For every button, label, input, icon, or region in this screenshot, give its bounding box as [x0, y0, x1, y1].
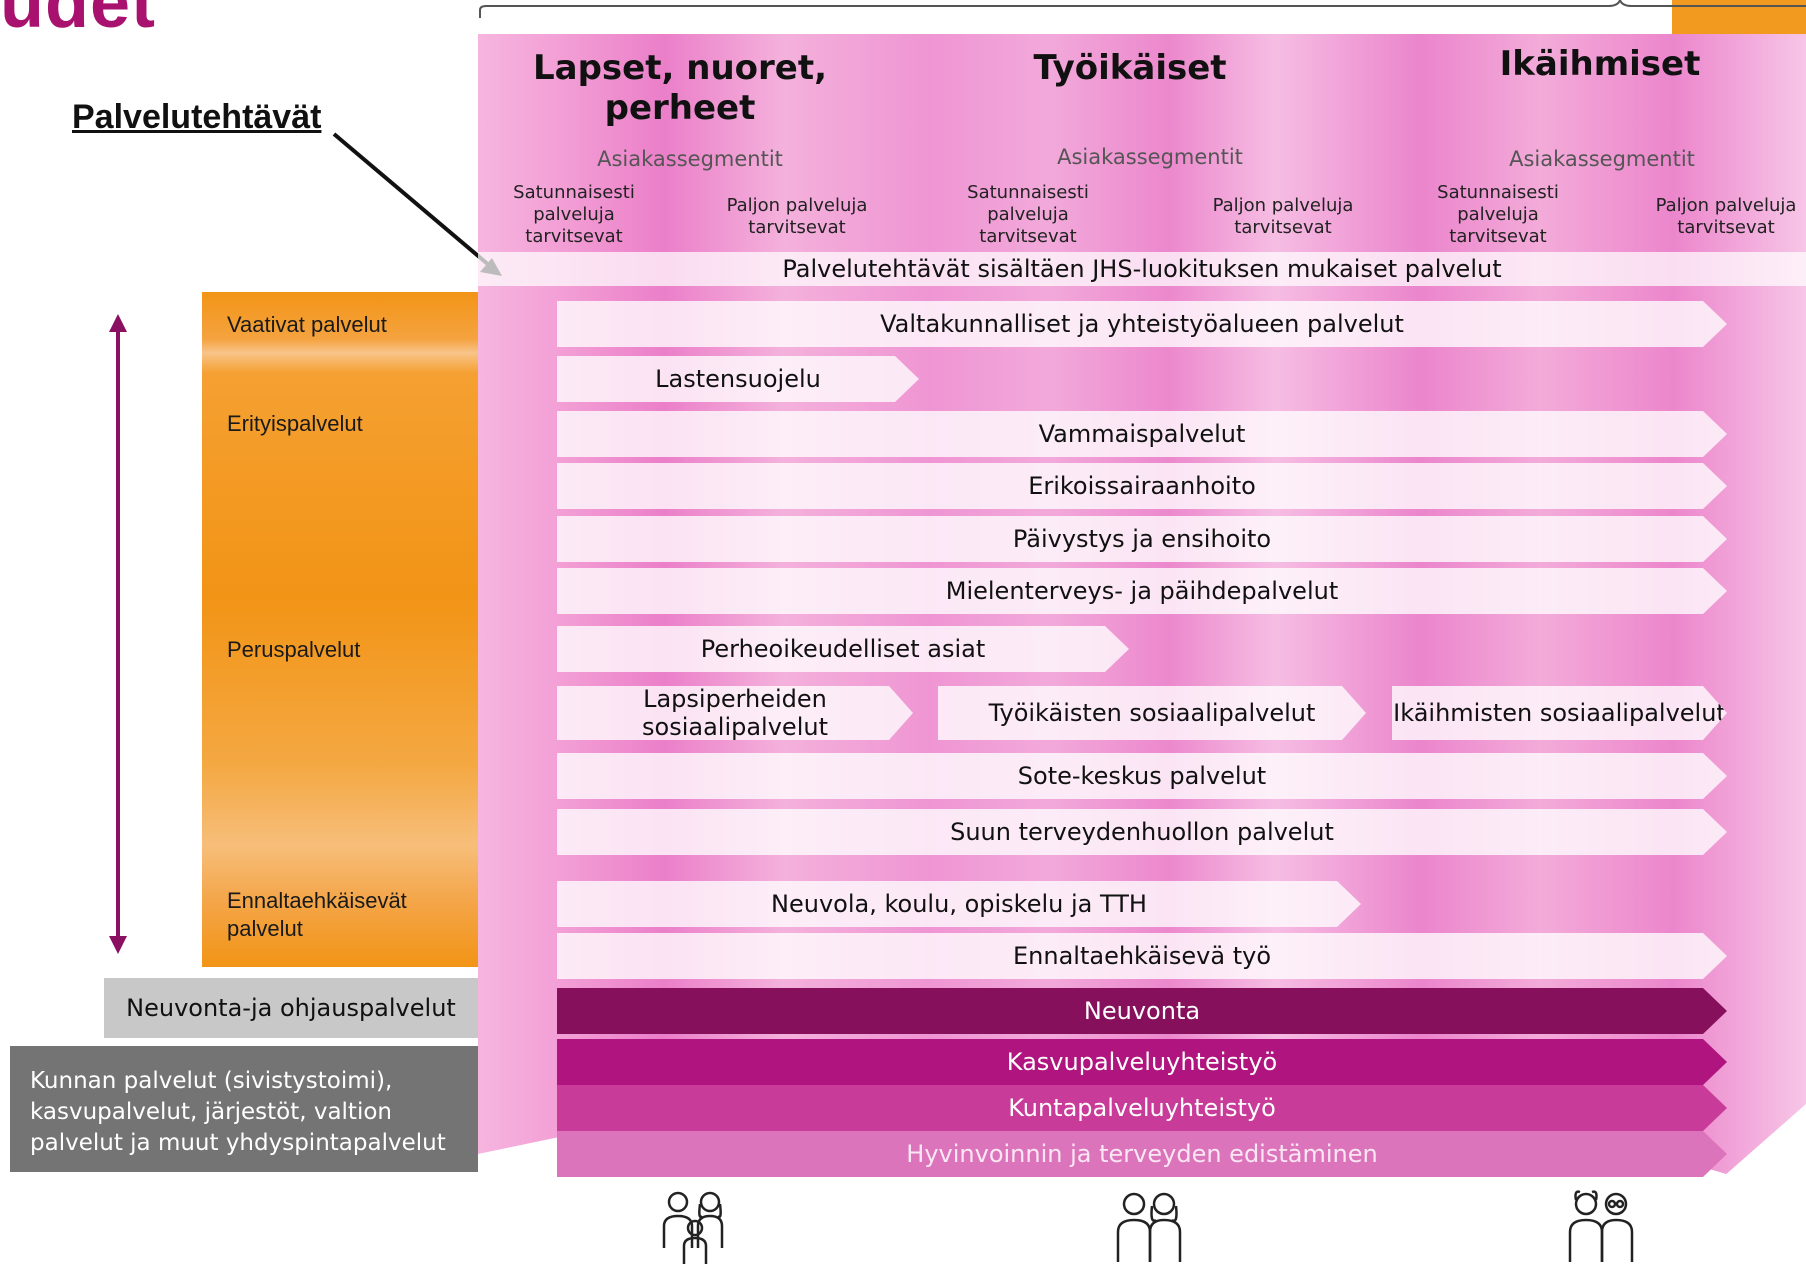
- family-icon: [651, 1177, 739, 1265]
- heading-tyoikaiset: Työikäiset: [1033, 48, 1227, 88]
- arrow-kuntapalvelu: Kuntapalveluyhteistyö: [557, 1085, 1727, 1131]
- segment-occasional-1: Satunnaisesti palveluja tarvitsevat: [513, 182, 635, 247]
- segment-occasional-3: Satunnaisesti palveluja tarvitsevat: [1437, 182, 1559, 247]
- jhs-banner: Palvelutehtävät sisältäen JHS-luokitukse…: [478, 252, 1806, 286]
- segment-heavy-1: Paljon palveluja tarvitsevat: [726, 195, 868, 238]
- arrow-perheoikeudelliset: Perheoikeudelliset asiat: [557, 626, 1129, 672]
- heading-lapset: Lapset, nuoret, perheet: [532, 48, 827, 128]
- arrow-tyoikaisten: Työikäisten sosiaalipalvelut: [938, 686, 1366, 740]
- level-perus: Peruspalvelut: [227, 637, 361, 662]
- arrow-paivystys: Päivystys ja ensihoito: [557, 516, 1727, 562]
- heading-ikaihmiset: Ikäihmiset: [1499, 44, 1701, 84]
- arrow-ikaihmisten: Ikäihmisten sosiaalipalvelut: [1392, 686, 1727, 740]
- level-erityis: Erityispalvelut: [227, 411, 363, 436]
- palvelutehtavat-label: Palvelutehtävät: [72, 98, 322, 136]
- segment-heavy-2: Paljon palveluja tarvitsevat: [1212, 195, 1354, 238]
- neuvonta-ohjaus-box: Neuvonta-ja ohjauspalvelut: [104, 978, 478, 1038]
- arrow-lapsiperheiden: Lapsiperheiden sosiaalipalvelut: [557, 686, 913, 740]
- arrow-lastensuojelu: Lastensuojelu: [557, 356, 919, 402]
- elderly-couple-icon: [1557, 1177, 1645, 1265]
- arrow-vammais: Vammaispalvelut: [557, 411, 1727, 457]
- kunnan-palvelut-box: Kunnan palvelut (sivistystoimi), kasvupa…: [10, 1046, 478, 1172]
- arrow-kasvupalvelu: Kasvupalveluyhteistyö: [557, 1039, 1727, 1085]
- page-title-fragment: udet: [0, 0, 156, 43]
- arrow-neuvola: Neuvola, koulu, opiskelu ja TTH: [557, 881, 1361, 927]
- level-vaativat: Vaativat palvelut: [227, 312, 387, 337]
- arrow-neuvonta: Neuvonta: [557, 988, 1727, 1034]
- arrow-mielenterveys: Mielenterveys- ja päihdepalvelut: [557, 568, 1727, 614]
- arrow-erikois: Erikoissairaanhoito: [557, 463, 1727, 509]
- segment-header-3: Asiakassegmentit: [1509, 147, 1695, 171]
- segment-occasional-2: Satunnaisesti palveluja tarvitsevat: [967, 182, 1089, 247]
- service-level-column: [202, 292, 478, 967]
- couple-icon: [1105, 1177, 1193, 1265]
- level-double-arrow: [109, 314, 127, 954]
- segment-header-1: Asiakassegmentit: [597, 147, 783, 171]
- arrow-hyvinvointi: Hyvinvoinnin ja terveyden edistäminen: [557, 1131, 1727, 1177]
- arrow-ennaltaehkaiseva: Ennaltaehkäisevä työ: [557, 933, 1727, 979]
- segment-header-2: Asiakassegmentit: [1057, 145, 1243, 169]
- arrow-suun: Suun terveydenhuollon palvelut: [557, 809, 1727, 855]
- arrow-valtakunnalliset: Valtakunnalliset ja yhteistyöalueen palv…: [557, 301, 1727, 347]
- arrow-sotekeskus: Sote-keskus palvelut: [557, 753, 1727, 799]
- level-ennaltaehkaisevat: Ennaltaehkäisevät palvelut: [227, 888, 407, 941]
- segment-heavy-3: Paljon palveluja tarvitsevat: [1655, 195, 1797, 238]
- top-brace: [479, 0, 1806, 18]
